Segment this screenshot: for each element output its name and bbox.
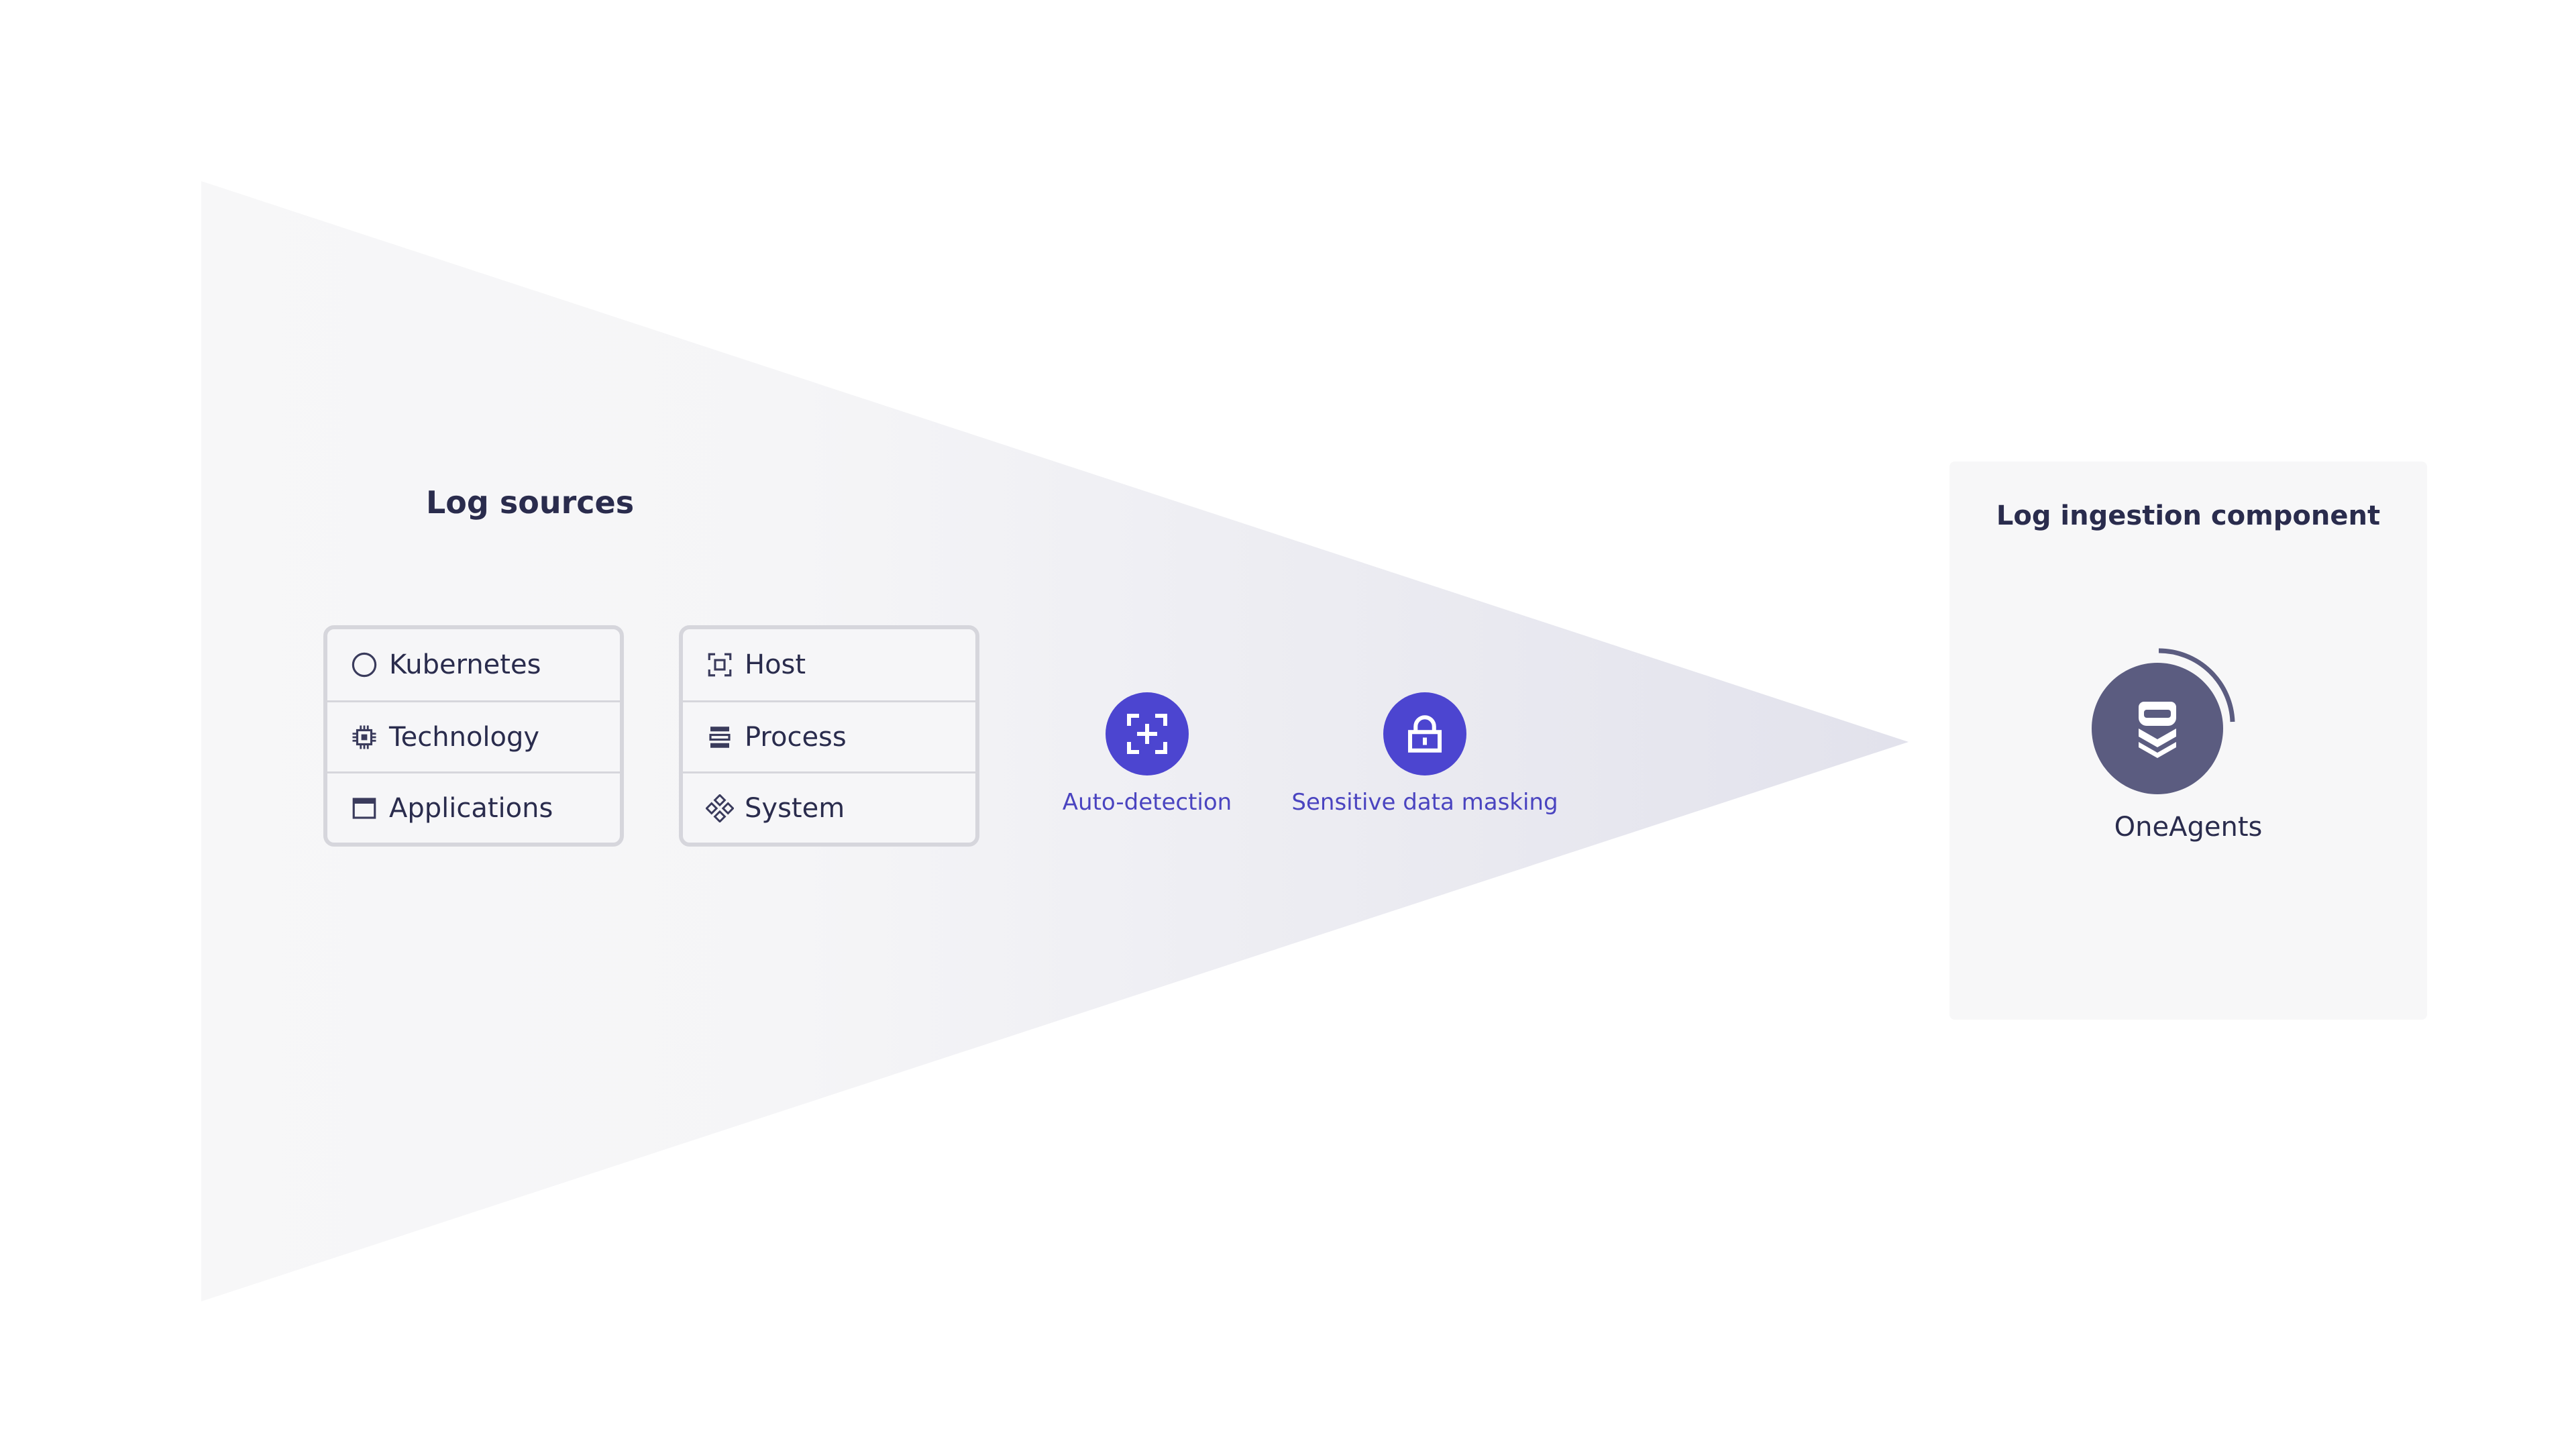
log-sources-title: Log sources [426,484,635,521]
source-item-label: Technology [389,721,540,753]
chip-icon [352,725,376,749]
source-item-applications: Applications [327,771,620,843]
lock-icon [1383,692,1466,775]
log-ingestion-title: Log ingestion component [1996,500,2381,531]
feature-label: Sensitive data masking [1291,789,1558,816]
feature-auto-detection: Auto-detection [1046,692,1248,816]
system-icon [706,794,734,822]
application-window-icon [352,797,376,819]
log-sources-box-left: Kubernetes Technology Applications [323,625,624,847]
log-sources-box-right: Host Process System [679,625,979,847]
feature-sensitive-data-masking: Sensitive data masking [1287,692,1563,816]
feature-label: Auto-detection [1062,789,1232,816]
source-item-system: System [683,771,975,843]
source-item-label: Host [745,649,806,680]
process-icon [709,726,731,748]
source-item-technology: Technology [327,700,620,771]
log-ingestion-panel: Log ingestion component OneAgents [1949,462,2427,1020]
source-item-label: System [745,792,845,824]
source-item-label: Applications [389,792,553,824]
oneagent-node [2081,647,2242,808]
source-item-process: Process [683,700,975,771]
source-item-kubernetes: Kubernetes [327,629,620,700]
kubernetes-circle-icon [352,652,377,678]
oneagent-label: OneAgents [2114,812,2263,843]
source-item-host: Host [683,629,975,700]
activity-arc-icon [2158,648,2235,722]
host-icon [708,653,732,677]
source-item-label: Kubernetes [389,649,541,680]
auto-detection-icon [1106,692,1189,775]
oneagent-icon [2092,663,2223,794]
source-item-label: Process [745,721,847,753]
